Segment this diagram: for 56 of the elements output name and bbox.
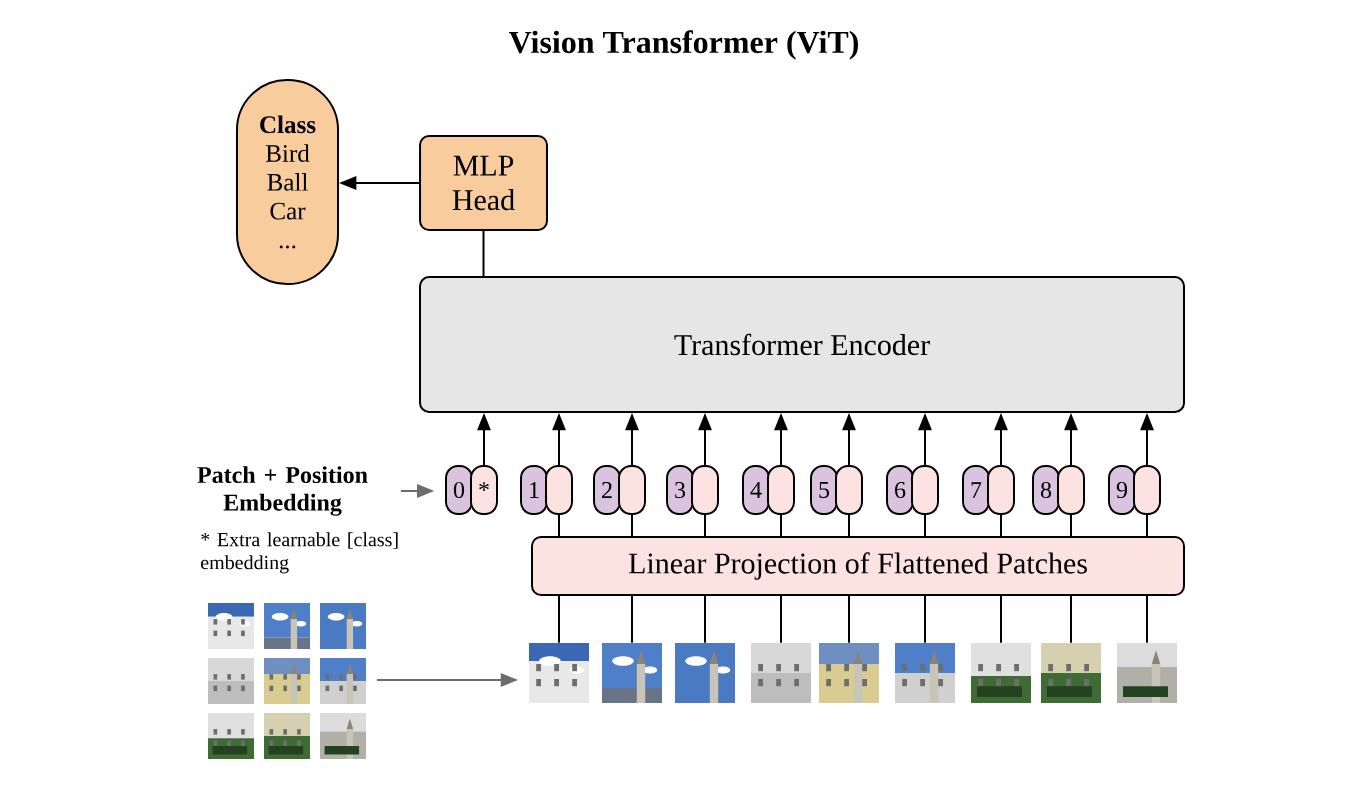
connector-line: [780, 514, 782, 537]
connector-line: [1000, 514, 1002, 537]
image-patch-picture: [971, 643, 1031, 703]
image-grid-drawing: [208, 603, 366, 759]
connector-line: [631, 595, 633, 644]
patch-embedding-token: [691, 465, 719, 515]
connector-line: [558, 514, 560, 537]
position-embedding-token: 2: [593, 465, 621, 515]
patch-embedding-token: [618, 465, 646, 515]
image-patch-picture: [751, 643, 811, 703]
position-embedding-token: 6: [886, 465, 914, 515]
patch-embedding-token: [1057, 465, 1085, 515]
position-embedding-token: 4: [742, 465, 770, 515]
connector-line: [1146, 595, 1148, 644]
patch-embedding-token: [911, 465, 939, 515]
encoder-box: Transformer Encoder: [419, 276, 1185, 413]
patch-embedding-token: *: [470, 465, 498, 515]
connector-line: [780, 595, 782, 644]
patch-embedding-token: [767, 465, 795, 515]
embedding-label: Patch + Position Embedding: [197, 466, 368, 516]
position-embedding-token: 5: [810, 465, 838, 515]
note-text: * Extra learnable [class] embedding: [201, 532, 398, 574]
connector-line: [1070, 595, 1072, 644]
connector-line: [704, 514, 706, 537]
process-box: MLP Head: [419, 135, 548, 231]
image-patch-picture: [1117, 643, 1177, 703]
connector-line: [924, 514, 926, 537]
connector-line: [1070, 514, 1072, 537]
connector-line: [482, 230, 485, 278]
position-embedding-token: 8: [1032, 465, 1060, 515]
patch-embedding-token: [835, 465, 863, 515]
position-embedding-token: 3: [666, 465, 694, 515]
position-embedding-token: 0: [445, 465, 473, 515]
image-patch-picture: [675, 643, 735, 703]
connector-line: [924, 595, 926, 644]
patch-embedding-token: [1133, 465, 1161, 515]
connector-line: [558, 595, 560, 644]
image-patch-picture: [895, 643, 955, 703]
connector-line: [631, 514, 633, 537]
position-embedding-token: 1: [520, 465, 548, 515]
connector-line: [848, 595, 850, 644]
class-output-pill: Class Bird Ball Car ...: [235, 79, 340, 285]
image-patch-picture: [1041, 643, 1101, 703]
connector-line: [704, 595, 706, 644]
position-embedding-token: 9: [1108, 465, 1136, 515]
title: Vision Transformer (ViT): [509, 30, 858, 60]
connector-line: [1146, 514, 1148, 537]
image-patch-picture: [819, 643, 879, 703]
connector-line: [1000, 595, 1002, 644]
connector-line: [848, 514, 850, 537]
image-patch-picture: [529, 643, 589, 703]
image-patch-picture: [602, 643, 662, 703]
patch-embedding-token: [987, 465, 1015, 515]
position-embedding-token: 7: [962, 465, 990, 515]
patch-embedding-token: [545, 465, 573, 515]
projection-box: Linear Projection of Flattened Patches: [531, 536, 1185, 596]
